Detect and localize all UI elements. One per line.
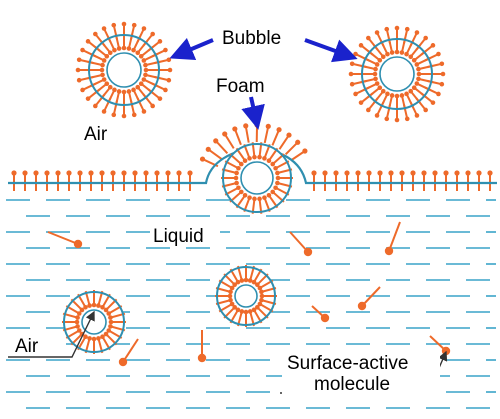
bubble-arrow-right xyxy=(304,38,358,63)
surfactant-molecule xyxy=(55,170,61,191)
surfactant-molecule xyxy=(110,170,116,191)
surfactant-molecule xyxy=(454,170,460,191)
surfactant-molecule xyxy=(213,138,229,154)
surfactant-molecule xyxy=(11,170,17,191)
surfactant-molecule xyxy=(487,170,493,191)
surfactant-molecule xyxy=(443,170,449,191)
surfactant-molecule xyxy=(384,221,401,256)
surfactant-molecule xyxy=(344,170,350,191)
surfactant-molecule xyxy=(263,123,271,144)
bubble-foam xyxy=(221,142,293,214)
surfactant-molecule xyxy=(187,170,193,191)
surfactant-molecule xyxy=(143,170,149,191)
surfactant-molecule xyxy=(322,170,328,191)
surfactant-molecule xyxy=(465,170,471,191)
surfactant-label-line1: Surface-active xyxy=(287,353,408,374)
surfactant-molecule xyxy=(176,170,182,191)
air-label-top: Air xyxy=(84,124,108,145)
surfactant-molecule xyxy=(311,170,317,191)
surfactant-molecule xyxy=(243,123,250,143)
surfactant-molecule xyxy=(311,305,330,323)
surfactant-molecule xyxy=(47,231,83,249)
surfactant-molecule xyxy=(399,170,405,191)
surfactant-molecule xyxy=(421,170,427,191)
surfactant-molecule xyxy=(118,338,139,367)
bubble-arrow-left xyxy=(169,37,214,61)
surfactant-molecule xyxy=(222,131,235,149)
dispersed-molecules xyxy=(47,221,451,367)
surfactant-molecule xyxy=(254,122,260,143)
surfactant-molecule xyxy=(284,139,301,156)
surfactant-molecule xyxy=(205,146,223,161)
surfactant-molecule xyxy=(132,170,138,191)
liquid-label: Liquid xyxy=(153,226,204,247)
air-leader-line xyxy=(8,310,95,358)
surfactant-molecule xyxy=(271,127,282,146)
bubble-bottom-left xyxy=(62,290,126,354)
surfactant-molecule xyxy=(165,170,171,191)
surfactant-molecule xyxy=(432,170,438,191)
surfactant-molecule xyxy=(99,170,105,191)
surfactant-molecule xyxy=(232,126,242,146)
surfactant-molecule xyxy=(290,148,308,162)
bubble-top-left xyxy=(75,21,173,119)
surfactant-molecule xyxy=(22,170,28,191)
surfactant-molecule xyxy=(33,170,39,191)
surfactant-molecule xyxy=(357,286,381,311)
surfactant-molecule xyxy=(366,170,372,191)
foam-arrow xyxy=(241,96,265,130)
foam-label: Foam xyxy=(216,76,265,97)
air-label-bottom: Air xyxy=(15,336,39,357)
bubble-center xyxy=(215,265,277,327)
surfactant-molecule xyxy=(197,330,207,363)
surfactant-molecule xyxy=(333,170,339,191)
surfactant-molecule xyxy=(44,170,50,191)
surfactant-molecule xyxy=(66,170,72,191)
surfactant-molecule xyxy=(77,170,83,191)
surfactant-molecule xyxy=(121,170,127,191)
surfactant-label-line2: molecule xyxy=(314,374,390,395)
bubble-label: Bubble xyxy=(222,28,281,49)
surfactant-molecule xyxy=(476,170,482,191)
surfactant-molecule xyxy=(388,170,394,191)
surfactant-molecule xyxy=(377,170,383,191)
surfactant-molecule xyxy=(355,170,361,191)
surfactant-molecule xyxy=(410,170,416,191)
surfactant-molecule xyxy=(289,231,313,257)
surfactant-molecule xyxy=(88,170,94,191)
surfactant-molecule xyxy=(278,132,292,150)
surfactant-molecule xyxy=(154,170,160,191)
bubble-top-right xyxy=(348,25,446,123)
